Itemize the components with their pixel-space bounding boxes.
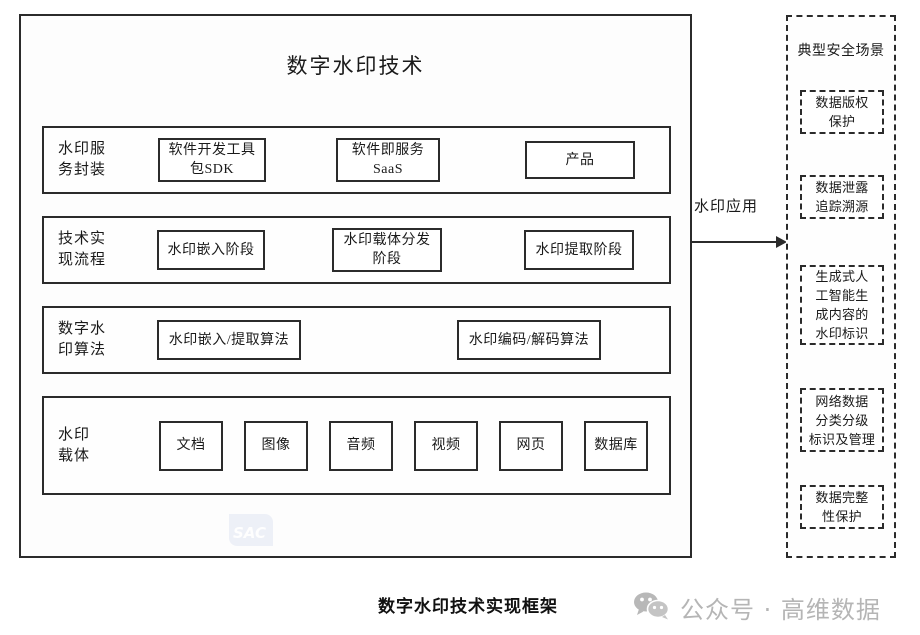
node-carrier-image[interactable]: 图像 xyxy=(244,420,308,471)
node-carrier-document[interactable]: 文档 xyxy=(159,420,223,471)
node-embed-extract-algorithm[interactable]: 水印嵌入/提取算法 xyxy=(157,320,301,360)
layer-row-technical-process: 技术实现流程 水印嵌入阶段 水印载体分发阶段 水印提取阶段 xyxy=(42,216,671,284)
node-extraction-stage[interactable]: 水印提取阶段 xyxy=(524,230,634,270)
node-carrier-audio[interactable]: 音频 xyxy=(329,420,393,471)
scene-item-data-copyright-protection[interactable]: 数据版权保护 xyxy=(800,90,884,134)
scene-item-network-data-classification[interactable]: 网络数据分类分级标识及管理 xyxy=(800,388,884,452)
layer-label-service-encapsulation: 水印服务封装 xyxy=(58,141,107,178)
layer-row-algorithms: 数字水印算法 水印嵌入/提取算法 水印编码/解码算法 xyxy=(42,306,671,374)
connector-label: 水印应用 xyxy=(694,199,759,215)
wechat-icon xyxy=(632,590,672,625)
layer-label-technical-process: 技术实现流程 xyxy=(58,231,107,268)
node-carrier-database[interactable]: 数据库 xyxy=(584,420,648,471)
node-carrier-video[interactable]: 视频 xyxy=(414,420,478,471)
node-embedding-stage[interactable]: 水印嵌入阶段 xyxy=(157,230,265,270)
scene-panel-title: 典型安全场景 xyxy=(797,44,885,59)
node-sdk[interactable]: 软件开发工具包SDK xyxy=(158,138,266,182)
sac-logo-watermark: SAC xyxy=(211,508,289,552)
node-carrier-distribution-stage[interactable]: 水印载体分发阶段 xyxy=(332,228,442,272)
connector-watermark-application: 水印应用 xyxy=(692,195,788,255)
arrow-right-icon xyxy=(776,236,787,248)
layer-label-algorithms: 数字水印算法 xyxy=(58,321,107,358)
scene-item-data-integrity-protection[interactable]: 数据完整性保护 xyxy=(800,485,884,529)
typical-security-scenarios-panel: 典型安全场景 数据版权保护 数据泄露追踪溯源 生成式人工智能生成内容的水印标识 … xyxy=(786,15,896,558)
svg-text:SAC: SAC xyxy=(233,524,266,542)
page-title: 数字水印技术 xyxy=(286,54,425,78)
scene-item-aigc-watermark-label[interactable]: 生成式人工智能生成内容的水印标识 xyxy=(800,265,884,345)
publisher-watermark: 公众号 · 高维数据 xyxy=(632,588,881,626)
node-encode-decode-algorithm[interactable]: 水印编码/解码算法 xyxy=(457,320,601,360)
node-product[interactable]: 产品 xyxy=(525,141,635,179)
scene-item-leak-tracing[interactable]: 数据泄露追踪溯源 xyxy=(800,175,884,219)
layer-label-carriers: 水印载体 xyxy=(58,426,91,464)
figure-caption: 数字水印技术实现框架 xyxy=(378,597,558,617)
node-carrier-webpage[interactable]: 网页 xyxy=(499,420,563,471)
arrow-line xyxy=(692,241,784,243)
layer-row-carriers: 水印载体 文档 图像 音频 视频 网页 数据库 xyxy=(42,396,671,495)
publisher-name: 公众号 · 高维数据 xyxy=(680,595,881,624)
